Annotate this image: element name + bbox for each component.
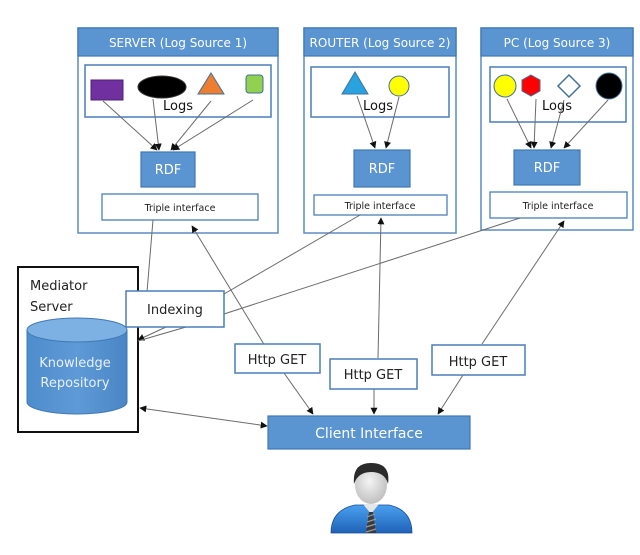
log-shape-blue-triangle — [341, 71, 369, 95]
logs-label: Logs — [363, 99, 393, 114]
indexing-to-repository-arrow — [137, 326, 187, 342]
triple-interface-label: Triple interface — [522, 201, 594, 212]
http-get-to-router-arrow — [377, 217, 385, 359]
http-get-to-client-arrow — [283, 372, 314, 415]
user-tie-stripes — [365, 513, 377, 533]
http-get-to-pc-arrow — [481, 220, 565, 345]
log-to-rdf-connector — [384, 96, 400, 149]
database-cylinder-top — [26, 317, 128, 343]
source-title: PC (Log Source 3) — [504, 36, 611, 50]
http-get-to-server-arrow — [191, 225, 266, 347]
repository-label-line2: Repository — [40, 376, 109, 391]
log-to-rdf-connector — [356, 95, 377, 149]
user-collar — [363, 504, 379, 514]
log-shape-yellow-circle — [493, 74, 517, 98]
mediator-title-line2: Server — [30, 300, 73, 315]
http-get-node-2[interactable]: Http GET — [329, 358, 418, 390]
user-businessman-icon — [330, 463, 413, 534]
log-shape-yellow-circle — [388, 75, 410, 97]
source-title: ROUTER (Log Source 2) — [310, 36, 451, 50]
log-to-rdf-connector — [506, 98, 532, 149]
http-get-node-3[interactable]: Http GET — [431, 344, 526, 376]
mediator-title-line1: Mediator — [30, 279, 88, 294]
http-get-box — [234, 343, 321, 374]
repository-label-line1: Knowledge — [39, 356, 110, 371]
log-source-pc: PC (Log Source 3) Logs RDF Triple interf… — [480, 27, 634, 231]
log-to-rdf-connector — [152, 98, 162, 151]
mediator-server: Mediator Server Knowledge Repository — [17, 266, 139, 433]
log-shape-red-hexagon — [521, 74, 541, 97]
user-face — [355, 466, 387, 504]
rdf-box — [353, 149, 411, 188]
rdf-box — [513, 149, 581, 186]
log-shape-white-diamond — [556, 73, 582, 99]
http-get-to-client-arrow — [437, 374, 464, 415]
indexing-to-repository-arrow — [137, 326, 167, 341]
server-to-indexing-connector — [146, 219, 154, 293]
http-get-node-1[interactable]: Http GET — [234, 343, 321, 374]
indexing-label: Indexing — [147, 303, 203, 318]
log-to-rdf-connector — [530, 98, 538, 149]
logs-label: Logs — [542, 99, 572, 114]
log-to-rdf-connector — [563, 99, 609, 149]
rdf-box — [140, 151, 196, 188]
source-title-bar — [480, 27, 634, 57]
triple-interface-label: Triple interface — [344, 201, 416, 212]
log-to-rdf-connector — [172, 99, 254, 151]
log-shape-black-ellipse — [137, 75, 187, 99]
http-get-box — [329, 358, 418, 390]
client-interface-box — [267, 415, 471, 450]
logs-label: Logs — [163, 99, 193, 114]
http-get-label: Http GET — [344, 368, 403, 383]
rdf-label: RDF — [369, 162, 396, 177]
client-interface-node[interactable]: Client Interface — [267, 415, 471, 450]
log-to-rdf-connector — [102, 100, 158, 151]
triple-interface-label: Triple interface — [144, 203, 216, 214]
log-shape-black-circle — [595, 72, 623, 100]
mediator-client-bidirectional-arrow — [139, 405, 268, 429]
logs-box — [310, 66, 450, 118]
user-tie — [366, 512, 376, 533]
http-get-label: Http GET — [449, 355, 508, 370]
http-get-box — [431, 344, 526, 376]
client-interface-label: Client Interface — [315, 426, 423, 442]
database-cylinder-icon — [26, 330, 128, 415]
log-shape-green-square — [245, 74, 264, 94]
source-title-bar — [77, 27, 279, 57]
log-source-router: ROUTER (Log Source 2) Logs RDF Triple in… — [303, 27, 457, 234]
log-shape-orange-triangle — [197, 72, 225, 95]
http-get-label: Http GET — [248, 353, 307, 368]
rdf-label: RDF — [534, 161, 561, 176]
rdf-label: RDF — [155, 163, 182, 178]
user-hair — [353, 463, 389, 484]
log-shape-purple-rectangle — [90, 79, 124, 101]
pc-to-indexing-connector — [223, 217, 521, 315]
indexing-box — [125, 290, 225, 328]
source-title: SERVER (Log Source 1) — [109, 36, 247, 50]
log-source-server: SERVER (Log Source 1) Logs RDF Triple in… — [77, 27, 279, 234]
knowledge-repository[interactable]: Knowledge Repository — [26, 317, 128, 415]
triple-interface-box[interactable] — [489, 191, 628, 219]
triple-interface-box[interactable] — [101, 193, 259, 221]
log-to-rdf-connector — [170, 100, 212, 151]
source-title-bar — [303, 27, 457, 57]
log-to-rdf-connector — [549, 99, 565, 149]
triple-interface-box[interactable] — [313, 194, 448, 216]
router-to-indexing-connector — [223, 214, 361, 295]
indexing-node[interactable]: Indexing — [125, 290, 225, 328]
